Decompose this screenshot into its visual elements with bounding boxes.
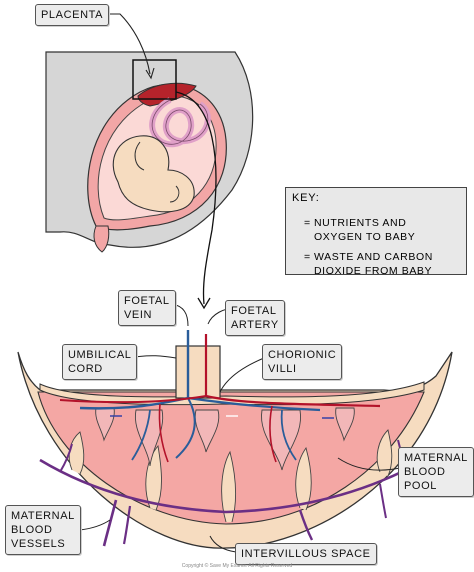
zoom-box [132, 59, 177, 100]
label-foetal-artery: FOETAL ARTERY [225, 300, 285, 336]
label-maternal-blood-pool: MATERNAL BLOOD POOL [398, 447, 474, 497]
label-umbilical-cord: UMBILICAL CORD [62, 344, 138, 380]
label-foetal-vein: FOETAL VEIN [118, 290, 176, 326]
label-maternal-blood-vessels: MATERNAL BLOOD VESSELS [5, 505, 81, 555]
label-chorionic-villi: CHORIONIC VILLI [262, 344, 343, 380]
label-leaders [79, 303, 401, 553]
label-intervillous-space: INTERVILLOUS SPACE [235, 543, 377, 565]
key-equals: = [304, 217, 311, 229]
zoom-arrow [175, 91, 217, 305]
key-box: KEY: = NUTRIENTS AND OXYGEN TO BABY = WA… [285, 187, 467, 277]
key-text-nutrients: NUTRIENTS AND OXYGEN TO BABY [314, 217, 416, 243]
key-equals: = [304, 251, 311, 263]
placenta-cross-section [17, 330, 453, 549]
key-title: KEY: [292, 192, 320, 204]
copyright-credit: Copyright © Save My Exams. All Rights Re… [181, 563, 293, 569]
pregnant-abdomen [45, 51, 254, 253]
label-placenta: PLACENTA [35, 4, 110, 26]
key-text-waste: WASTE AND CARBON DIOXIDE FROM BABY [314, 251, 433, 277]
